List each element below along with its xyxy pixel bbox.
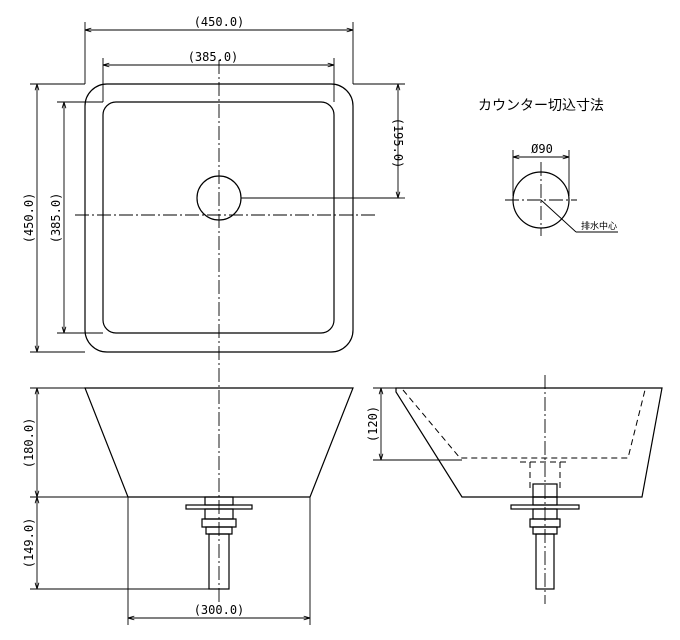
front-drain-pipe xyxy=(208,533,230,590)
label-195: (195.0) xyxy=(391,118,405,169)
top-view xyxy=(75,60,400,604)
label-385-top: (385.0) xyxy=(188,50,239,64)
dimension-149: (149.0) xyxy=(22,497,209,590)
side-view xyxy=(395,375,663,604)
drain-center-leader xyxy=(540,199,577,233)
label-120: (120) xyxy=(366,406,380,442)
drain-center-label: 排水中心 xyxy=(581,220,617,232)
dimension-385-left: (385.0) xyxy=(49,101,103,334)
dimension-195: (195.0) xyxy=(353,83,405,199)
side-drain-pipe xyxy=(535,533,555,590)
label-450-left: (450.0) xyxy=(22,193,36,244)
dimension-120: (120) xyxy=(366,387,462,461)
label-385-left: (385.0) xyxy=(49,193,63,244)
label-450-top: (450.0) xyxy=(194,15,245,29)
dimension-450-left: (450.0) xyxy=(22,83,85,353)
dimension-385-top: (385.0) xyxy=(102,50,335,102)
cutout-diameter-label: Ø90 xyxy=(531,142,553,156)
dimension-450-top: (450.0) xyxy=(84,15,354,84)
label-300: (300.0) xyxy=(194,603,245,617)
basin-inner-outline xyxy=(102,101,335,334)
side-bowl-outline xyxy=(395,387,663,498)
cutout-detail: カウンター切込寸法 Ø90 排水中心 xyxy=(478,98,618,236)
dimension-300: (300.0) xyxy=(127,497,311,625)
side-inner-hidden-line xyxy=(402,389,646,459)
cutout-title: カウンター切込寸法 xyxy=(478,98,604,114)
label-180: (180.0) xyxy=(22,418,36,469)
dimension-180: (180.0) xyxy=(22,387,128,498)
label-149: (149.0) xyxy=(22,518,36,569)
